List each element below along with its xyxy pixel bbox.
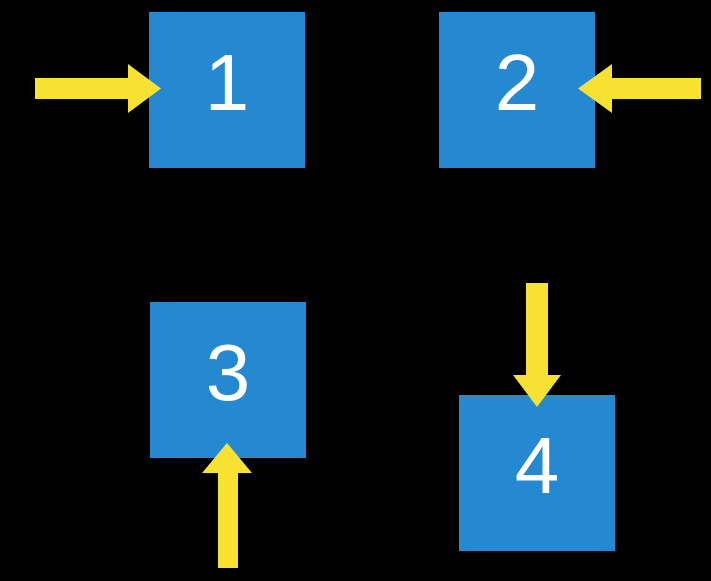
arrow-right-icon	[35, 64, 161, 113]
numbered-box-4: 4	[459, 395, 615, 551]
box-3-label: 3	[205, 328, 251, 417]
numbered-box-1: 1	[149, 12, 305, 168]
box-2-label: 2	[494, 38, 540, 127]
numbered-box-3: 3	[150, 302, 306, 458]
arrow-down-icon	[513, 283, 561, 407]
arrow-left-icon	[578, 64, 701, 113]
box-4-label: 4	[514, 421, 560, 510]
arrow-up-icon	[202, 443, 252, 568]
box-1-label: 1	[204, 38, 250, 127]
numbered-box-2: 2	[439, 12, 595, 168]
